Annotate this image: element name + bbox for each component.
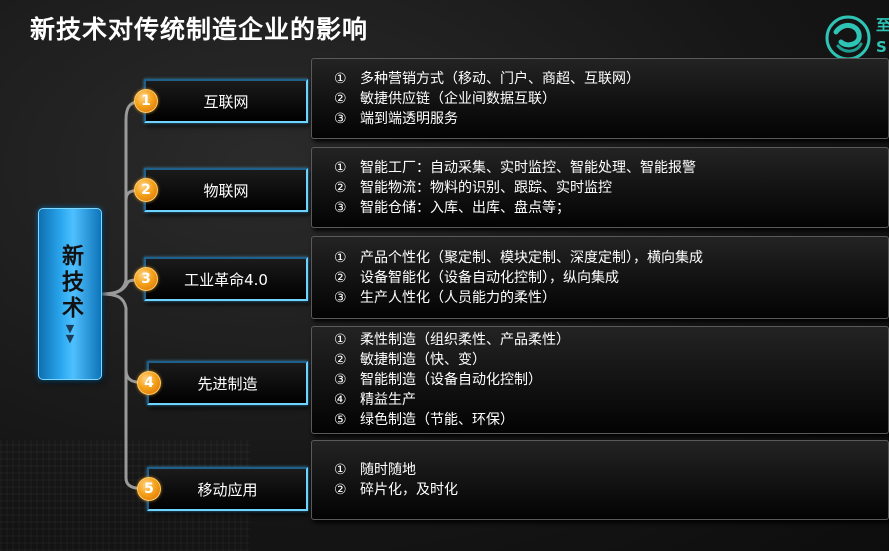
logo-text: 至S (876, 16, 889, 56)
item-label: 工业革命4.0 (184, 270, 268, 289)
item-mobile-apps[interactable]: 移动应用 (147, 467, 308, 511)
item-advanced-manufacturing[interactable]: 先进制造 (147, 361, 308, 405)
page-title: 新技术对传统制造企业的影响 (30, 15, 369, 44)
new-technology-label: 新技术 (58, 244, 83, 322)
item-label: 先进制造 (197, 374, 258, 393)
chevron-down-icon: ▼▼ (65, 322, 75, 345)
item-label: 移动应用 (197, 480, 258, 499)
number-badge-1: 1 (134, 89, 158, 113)
item-label: 物联网 (203, 181, 249, 200)
number-badge-4: 4 (137, 371, 161, 395)
item-iot[interactable]: 物联网 (144, 168, 308, 212)
logo-icon (825, 15, 871, 61)
number-badge-2: 2 (134, 178, 158, 202)
item-label: 互联网 (203, 92, 249, 111)
new-technology-box: 新技术 ▼▼ (38, 208, 102, 380)
number-badge-5: 5 (137, 477, 161, 501)
item-industry-4[interactable]: 工业革命4.0 (144, 257, 308, 301)
item-internet[interactable]: 互联网 (144, 79, 308, 123)
number-badge-3: 3 (134, 267, 158, 291)
